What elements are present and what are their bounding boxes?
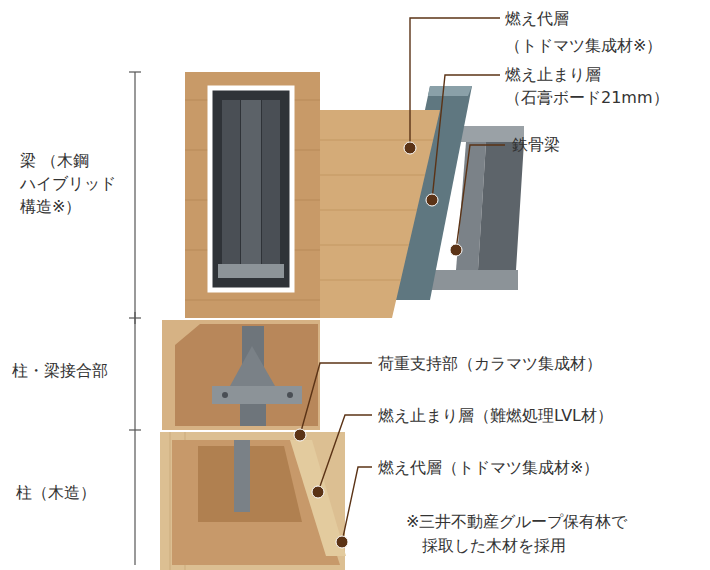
part-label: 燃え止まり層（難燃処理LVL材） [378,404,613,427]
note: ※三井不動産グループ保有林で 採取した木材を採用 [406,510,704,558]
part-label: 燃え代層（トドマツ集成材※） [378,456,599,479]
section-label: 梁 （木鋼 ハイブリッド 構造※） [20,149,124,219]
bracket [129,72,141,565]
part-label: 燃え止まり層 （石膏ボード21mm） [505,63,700,109]
column [160,432,346,570]
part-label: 荷重支持部（カラマツ集成材） [378,352,602,375]
leader-dots [294,142,462,548]
beam-section [185,72,320,318]
part-label: 燃え代層 （トドマツ集成材※） [505,5,700,59]
beam-side [320,110,440,318]
section-label: 柱・梁接合部 [12,359,108,382]
joint [162,320,320,430]
part-label: 鉄骨梁 [512,133,560,156]
section-label: 柱（木造） [16,481,96,504]
